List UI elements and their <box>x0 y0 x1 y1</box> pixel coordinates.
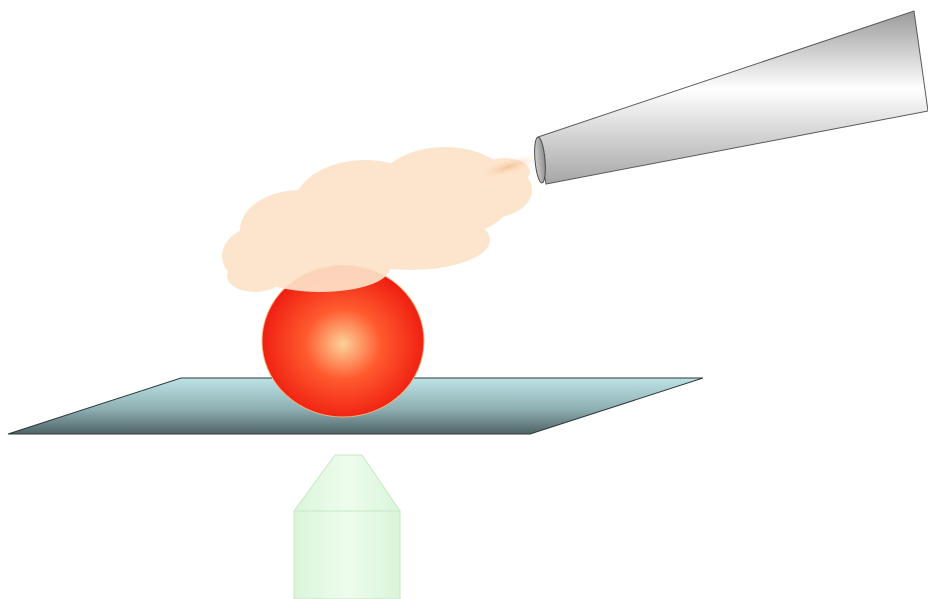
pipette-cone <box>534 10 928 185</box>
objective-lens <box>293 454 401 599</box>
cloud-plume <box>222 147 539 292</box>
